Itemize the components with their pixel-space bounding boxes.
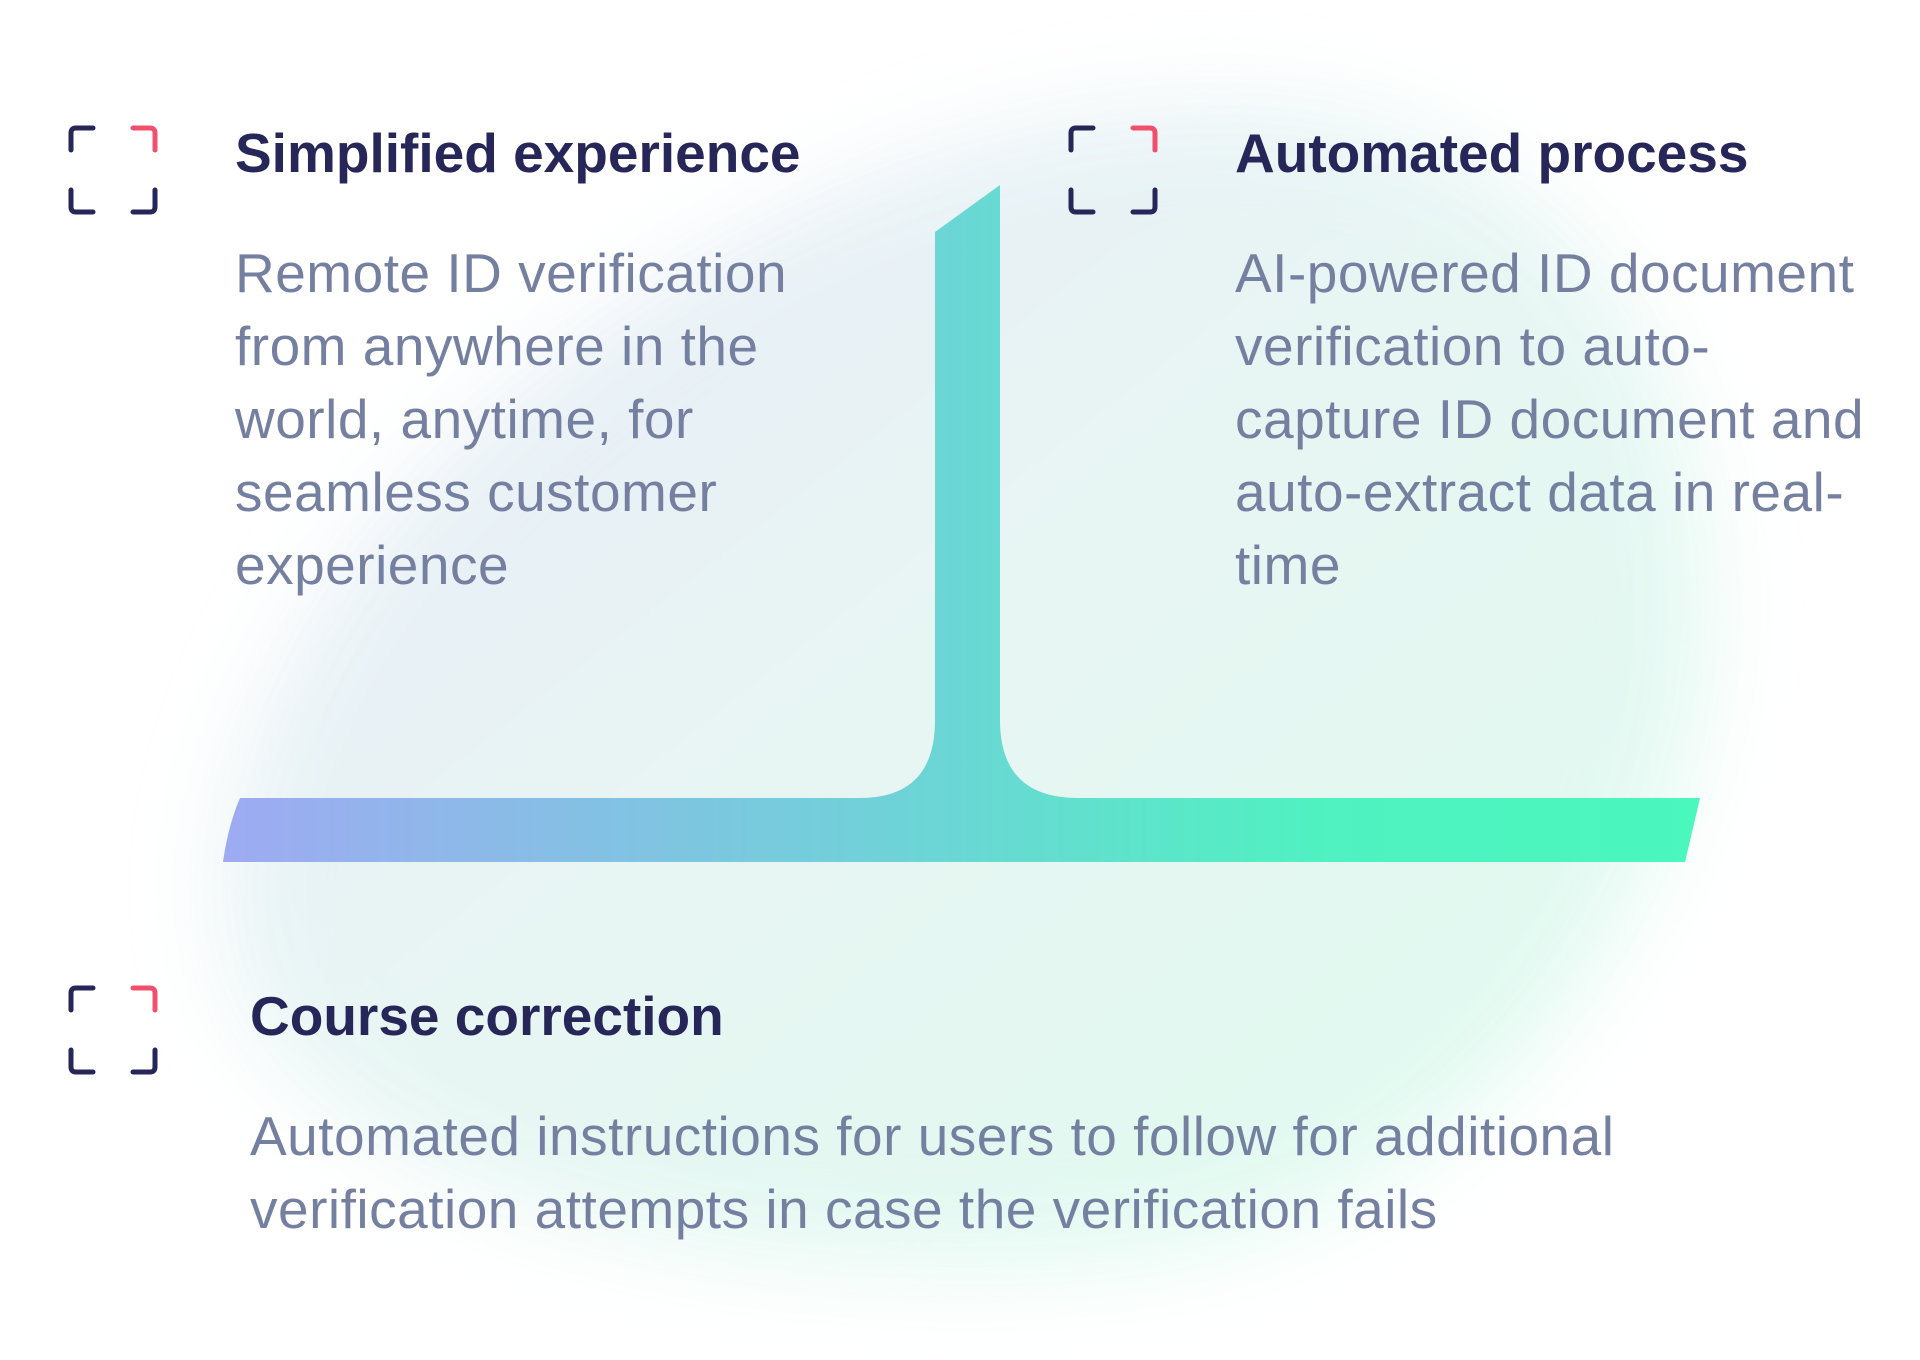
scan-frame-icon [68, 985, 158, 1075]
feature-title: Course correction [250, 985, 724, 1047]
feature-description: Remote ID verification from anywhere in … [235, 242, 788, 596]
scan-frame-icon [68, 125, 158, 215]
scan-frame-icon [1068, 125, 1158, 215]
feature-description: AI-powered ID document verification to a… [1235, 242, 1865, 596]
t-divider-shape [223, 185, 1700, 862]
feature-title: Simplified experience [235, 122, 801, 184]
feature-description: Automated instructions for users to foll… [250, 1105, 1615, 1240]
feature-title: Automated process [1235, 122, 1749, 184]
